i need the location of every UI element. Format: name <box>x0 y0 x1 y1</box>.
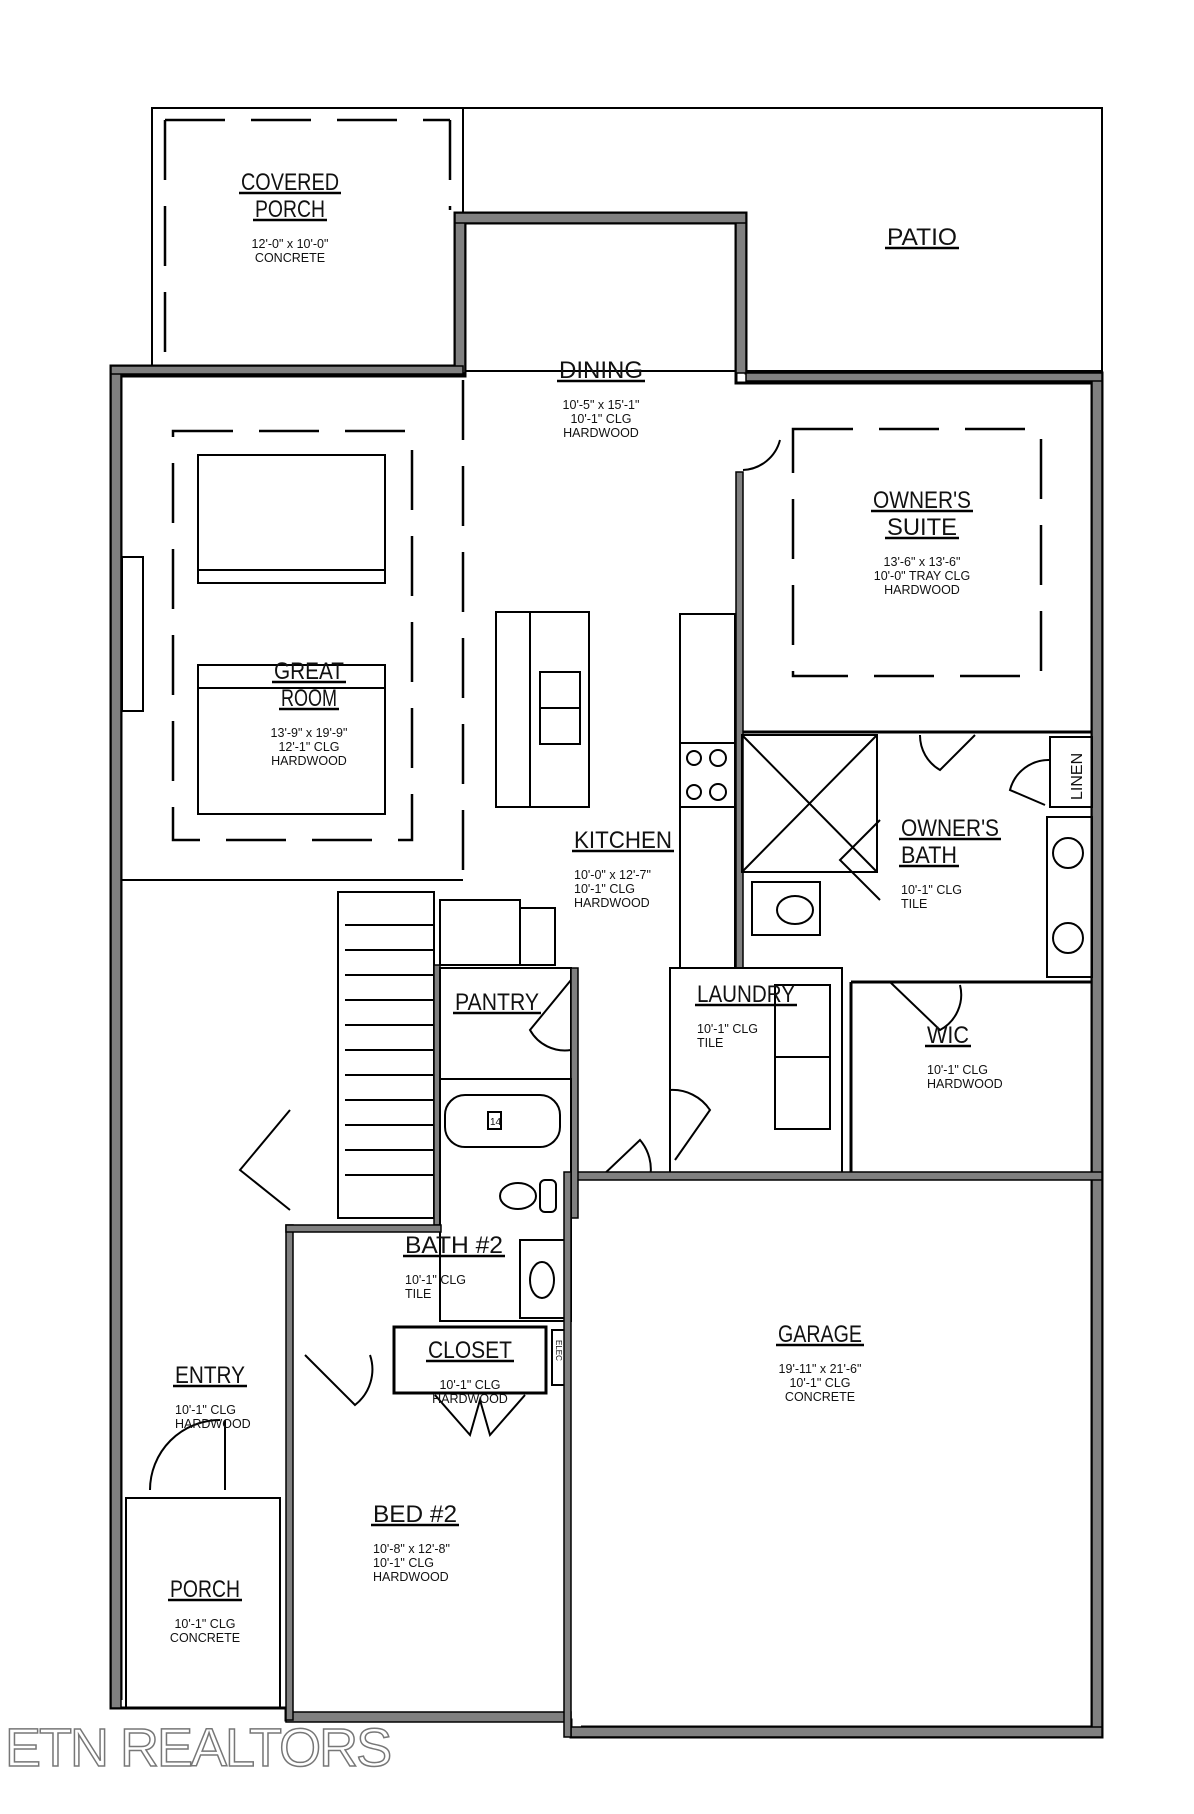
stairs <box>337 891 435 1219</box>
kitchen-features <box>439 439 781 969</box>
watermark-logo: ETN REALTORS <box>5 1718 390 1778</box>
room-name-closet: CLOSET <box>428 1337 512 1364</box>
toilet <box>499 1182 537 1210</box>
room-name-great-room: ROOM <box>281 685 337 712</box>
room-name-dining: DINING <box>559 357 643 384</box>
pantry-room <box>439 967 572 1080</box>
room-name-covered-porch: COVERED <box>241 169 339 196</box>
room-detail-bed2: 10'-1" CLG <box>373 1556 434 1570</box>
fireplace <box>121 556 144 712</box>
room-detail-owners-bath: TILE <box>901 897 927 911</box>
room-name-owners-suite: SUITE <box>887 514 957 541</box>
room-detail-great-room: HARDWOOD <box>271 754 347 768</box>
lower-rooms <box>125 1171 572 1738</box>
room-name-entry: ENTRY <box>175 1362 245 1389</box>
room-label-linen: LINEN <box>1069 753 1086 800</box>
room-detail-kitchen: 10'-1" CLG <box>574 882 635 896</box>
room-detail-kitchen: 10'-0" x 12'-7" <box>574 868 651 882</box>
dryer <box>774 1056 831 1130</box>
room-name-garage: GARAGE <box>778 1321 862 1348</box>
room-detail-entry: 10'-1" CLG <box>175 1403 236 1417</box>
porch-room <box>125 1497 281 1709</box>
room-name-pantry: PANTRY <box>455 989 539 1016</box>
great-room-features <box>121 380 465 881</box>
center-rooms: 14 ELEC <box>238 891 1103 1721</box>
stair-treads <box>345 924 434 1176</box>
tub <box>444 1094 561 1148</box>
room-detail-great-room: 12'-1" CLG <box>278 740 339 754</box>
kitchen-island <box>495 611 590 808</box>
room-detail-porch: CONCRETE <box>170 1631 240 1645</box>
room-detail-bath2: TILE <box>405 1287 431 1301</box>
room-detail-owners-bath: 10'-1" CLG <box>901 883 962 897</box>
room-detail-wic: 10'-1" CLG <box>927 1063 988 1077</box>
room-detail-dining: 10'-5" x 15'-1" <box>563 398 640 412</box>
room-detail-owners-suite: 13'-6" x 13'-6" <box>884 555 961 569</box>
elec-label: ELEC <box>554 1340 563 1361</box>
room-detail-owners-suite: 10'-0" TRAY CLG <box>874 569 970 583</box>
room-name-great-room: GREAT <box>274 658 344 685</box>
room-detail-garage: CONCRETE <box>785 1390 855 1404</box>
room-detail-great-room: 13'-9" x 19'-9" <box>271 726 348 740</box>
room-detail-closet: 10'-1" CLG <box>439 1378 500 1392</box>
room-detail-closet: HARDWOOD <box>432 1392 508 1406</box>
room-name-laundry: LAUNDRY <box>697 981 795 1008</box>
linen-closet <box>1049 736 1093 808</box>
toilet <box>776 895 814 925</box>
room-name-covered-porch: PORCH <box>255 196 325 223</box>
room-detail-porch: 10'-1" CLG <box>174 1617 235 1631</box>
room-detail-garage: 10'-1" CLG <box>789 1376 850 1390</box>
exterior-walls <box>109 211 1104 1739</box>
room-name-owners-bath: OWNER'S <box>901 815 999 842</box>
room-detail-owners-suite: HARDWOOD <box>884 583 960 597</box>
room-detail-dining: HARDWOOD <box>563 426 639 440</box>
room-detail-covered-porch: 12'-0" x 10'-0" <box>252 237 329 251</box>
range <box>679 742 736 808</box>
room-detail-laundry: 10'-1" CLG <box>697 1022 758 1036</box>
room-detail-bed2: HARDWOOD <box>373 1570 449 1584</box>
owners-wing <box>741 427 1093 1172</box>
room-detail-dining: 10'-1" CLG <box>570 412 631 426</box>
room-name-patio: PATIO <box>887 224 957 251</box>
room-detail-laundry: TILE <box>697 1036 723 1050</box>
room-name-kitchen: KITCHEN <box>574 827 672 854</box>
room-detail-bath2: 10'-1" CLG <box>405 1273 466 1287</box>
vanity <box>1046 816 1093 978</box>
room-detail-covered-porch: CONCRETE <box>255 251 325 265</box>
shower <box>741 734 878 873</box>
room-detail-bed2: 10'-8" x 12'-8" <box>373 1542 450 1556</box>
room-detail-entry: HARDWOOD <box>175 1417 251 1431</box>
room-name-porch: PORCH <box>170 1576 240 1603</box>
room-detail-garage: 19'-11" x 21'-6" <box>779 1362 862 1376</box>
room-name-owners-suite: OWNER'S <box>873 487 971 514</box>
room-name-bed2: BED #2 <box>373 1501 457 1528</box>
room-name-owners-bath: BATH <box>901 842 957 869</box>
room-name-bath2: BATH #2 <box>405 1232 503 1259</box>
room-detail-wic: HARDWOOD <box>927 1077 1003 1091</box>
closet-room <box>392 1325 548 1395</box>
tub-label: 14 <box>490 1117 502 1128</box>
room-name-wic: WIC <box>927 1022 969 1049</box>
room-detail-kitchen: HARDWOOD <box>574 896 650 910</box>
